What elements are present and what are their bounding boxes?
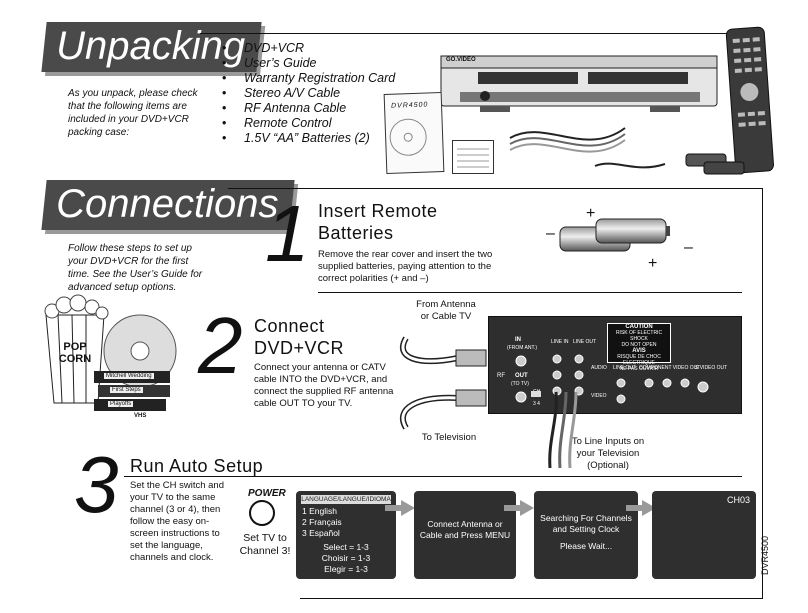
list-item: Remote Control xyxy=(222,116,412,131)
from-antenna-label: From Antenna or Cable TV xyxy=(416,299,476,322)
connect-antenna-screen: Connect Antenna or Cable and Press MENU xyxy=(414,491,516,579)
connect-antenna-text: Connect Antenna or Cable and Press MENU xyxy=(419,519,511,540)
language-select-es: Elegir = 1-3 xyxy=(324,564,368,574)
remote-control-illustration xyxy=(725,26,775,176)
tape-label-3: Playoffs xyxy=(108,401,134,407)
panel-video-label: VIDEO xyxy=(591,393,607,399)
device-brand: GO.VIDEO xyxy=(446,57,476,63)
unpacking-frame-top xyxy=(200,33,762,34)
remote-control-icon xyxy=(725,26,775,174)
popcorn-text: POP CORN xyxy=(58,341,92,365)
aa-batteries-small-icon xyxy=(685,153,745,175)
avis-sub: RISQUE DE CHOC ELECTRIQUE NE PAS OUVRIR xyxy=(617,354,661,372)
panel-to-tv-label: (TO TV) xyxy=(511,381,529,387)
list-item: RF Antenna Cable xyxy=(222,101,412,116)
panel-line-out2-label: LINE OUT xyxy=(613,365,637,371)
channel-readout: CH03 xyxy=(726,495,750,505)
connections-frame-top xyxy=(228,188,762,189)
step2-divider xyxy=(124,476,742,477)
list-item: Stereo A/V Cable xyxy=(222,86,412,101)
tape-label-1: Mitchell Wedding xyxy=(104,373,154,379)
language-option-english: 1 English xyxy=(302,506,337,516)
warranty-card-lines-icon xyxy=(457,148,489,168)
list-item: DVD+VCR xyxy=(222,41,412,56)
warranty-card-illustration xyxy=(452,140,494,174)
set-tv-label: Set TV to Channel 3! xyxy=(239,532,291,557)
batteries-illustration: + – – + xyxy=(540,205,700,275)
connections-frame-right xyxy=(762,188,763,598)
disc-graphic-icon xyxy=(389,118,427,156)
polarity-plus-bottom: + xyxy=(648,255,658,272)
caution-label: CAUTION xyxy=(625,324,653,330)
back-panel-illustration: IN (FROM ANT.) RF OUT (TO TV) CH 3 4 LIN… xyxy=(488,316,742,414)
searching-channels-screen: Searching For Channels and Setting Clock… xyxy=(534,491,638,579)
panel-svideo-out-label: S VIDEO OUT xyxy=(695,365,728,371)
panel-component-out-label: COMPONENT VIDEO OUT xyxy=(639,365,701,371)
step1-title-line2: Batteries xyxy=(318,223,394,243)
dvd-vcr-unit-icon xyxy=(440,55,718,112)
step2-number: 2 xyxy=(198,301,243,390)
panel-line-out-label: LINE OUT xyxy=(573,339,597,345)
please-wait-text: Please Wait... xyxy=(559,541,613,551)
panel-out-label: OUT xyxy=(515,373,528,379)
step2-title-line2: DVD+VCR xyxy=(254,338,345,358)
panel-rf-label: RF xyxy=(497,373,505,379)
power-label: POWER xyxy=(248,488,286,499)
popcorn-tapes-illustration: POP CORN Mitchell Wedding First Steps Pl… xyxy=(42,293,192,423)
list-item: 1.5V “AA” Batteries (2) xyxy=(222,131,412,146)
language-select-en: Select = 1-3 xyxy=(323,542,369,552)
channel-screen: CH03 xyxy=(652,491,756,579)
step1-number: 1 xyxy=(265,189,310,278)
step3-body: Set the CH switch and your TV to the sam… xyxy=(130,480,224,563)
power-button[interactable] xyxy=(249,500,275,526)
language-select-fr: Choisir = 1-3 xyxy=(321,553,371,563)
rf-cables-icon xyxy=(399,336,487,430)
step2-title-line1: Connect xyxy=(254,316,325,336)
users-guide-illustration: DVR4500 xyxy=(383,92,445,174)
polarity-minus-left: – xyxy=(546,225,555,242)
step2-body: Connect your antenna or CATV cable INTO … xyxy=(254,362,394,409)
step1-divider xyxy=(318,292,742,293)
dvd-vcr-unit-illustration: GO.VIDEO xyxy=(440,52,718,114)
to-television-label: To Television xyxy=(421,432,477,443)
panel-ch34-label: 3 4 xyxy=(533,401,540,407)
tape-label-4: VHS xyxy=(134,413,147,419)
searching-channels-text: Searching For Channels and Setting Clock xyxy=(540,513,632,534)
polarity-minus-right: – xyxy=(684,239,693,256)
footer-model: DVR4500 xyxy=(760,535,770,575)
tape-label-2: First Steps xyxy=(110,387,143,393)
av-rf-cables-icon xyxy=(509,127,666,169)
panel-from-ant-label: (FROM ANT.) xyxy=(507,345,537,351)
step3-number: 3 xyxy=(74,440,119,529)
arrow-right-icon xyxy=(385,500,415,516)
panel-in-label: IN xyxy=(515,337,521,343)
language-menu-header: LANGUAGE/LANGUE/IDIOMA xyxy=(301,495,391,504)
connections-intro: Follow these steps to set up your DVD+VC… xyxy=(68,243,203,293)
language-option-french: 2 Français xyxy=(302,517,342,527)
line-cables-icon xyxy=(548,391,578,469)
unpacking-title: Unpacking xyxy=(56,24,246,68)
step1-body: Remove the rear cover and insert the two… xyxy=(318,249,493,284)
aa-batteries-icon xyxy=(559,218,670,252)
step1-title-line1: Insert Remote xyxy=(318,201,438,221)
panel-audio-label: AUDIO xyxy=(591,365,607,371)
list-item: User’s Guide xyxy=(222,56,412,71)
unpacking-item-list: DVD+VCR User’s Guide Warranty Registrati… xyxy=(222,41,412,146)
arrow-right-icon xyxy=(504,500,534,516)
step3-title: Run Auto Setup xyxy=(130,456,264,476)
connections-frame-bottom xyxy=(300,598,763,599)
caution-box: CAUTION RISK OF ELECTRIC SHOCK DO NOT OP… xyxy=(607,323,671,372)
panel-line-in-label: LINE IN xyxy=(551,339,569,345)
panel-jacks-icon xyxy=(515,354,709,404)
language-option-spanish: 3 Español xyxy=(302,528,340,538)
caution-sub: RISK OF ELECTRIC SHOCK DO NOT OPEN xyxy=(615,330,663,348)
list-item: Warranty Registration Card xyxy=(222,71,412,86)
connections-title: Connections xyxy=(56,182,279,226)
polarity-plus-top: + xyxy=(586,205,596,222)
language-menu-screen: LANGUAGE/LANGUE/IDIOMA 1 English 2 Franç… xyxy=(296,491,396,579)
avis-label: AVIS xyxy=(632,348,646,354)
to-line-inputs-label: To Line Inputs on your Television (Optio… xyxy=(571,436,645,471)
unpacking-intro: As you unpack, please check that the fol… xyxy=(68,88,198,138)
